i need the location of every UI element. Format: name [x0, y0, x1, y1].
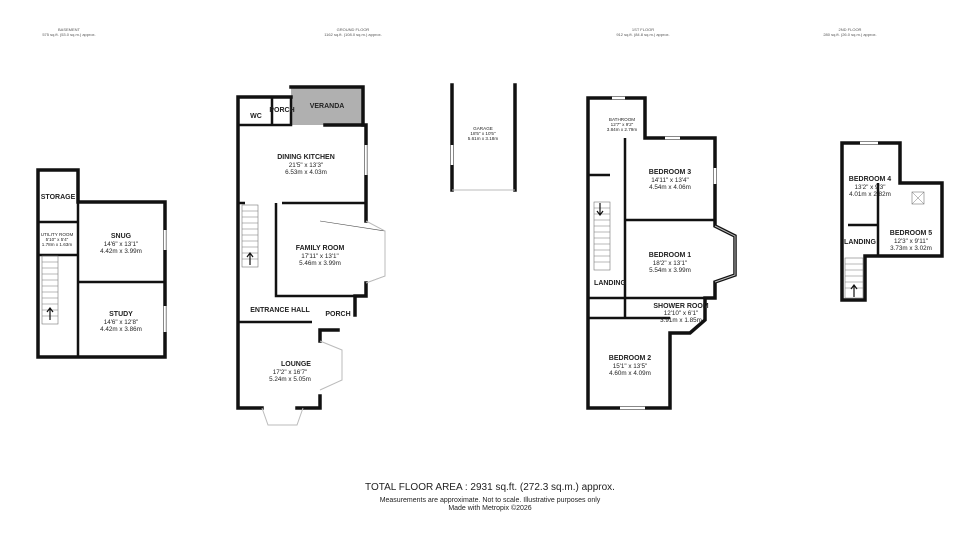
room-label-family-room: FAMILY ROOM [296, 245, 345, 252]
ground-floor-plan: WC PORCH VERANDA DINING KITCHEN 21'5" x … [236, 83, 517, 426]
room-label-lounge: LOUNGE [281, 361, 311, 368]
room-dims-imperial: 13'2" x 9'3" [854, 184, 885, 191]
room-label-garage: GARAGE [473, 126, 493, 131]
skylight-icon [911, 191, 925, 205]
floor-area: 912 sq.ft. (84.8 sq.m.) approx. [616, 32, 669, 37]
room-dims-imperial: 14'6" x 12'8" [104, 319, 139, 326]
room-label-bedroom-3: BEDROOM 3 [649, 169, 692, 176]
floor-title: 1ST FLOOR [632, 27, 654, 32]
room-dims-imperial: 14'6" x 13'1" [104, 241, 139, 248]
floor-title: 2ND FLOOR [839, 27, 862, 32]
room-label-utility: UTILITY ROOM [41, 232, 74, 237]
room-label-landing: LANDING [594, 280, 626, 287]
room-dims-imperial: 17'11" x 13'1" [301, 253, 339, 260]
room-dims-metric: 5.24m x 5.05m [269, 376, 311, 383]
stairs [844, 257, 864, 299]
floor-area: 280 sq.ft. (26.0 sq.m.) approx. [823, 32, 876, 37]
room-dims-metric: 5.54m x 3.99m [649, 267, 691, 274]
room-dims-imperial: 12'7" x 9'2" [611, 122, 634, 127]
room-label-bathroom: BATHROOM [609, 117, 635, 122]
floor-title: GROUND FLOOR [337, 27, 370, 32]
floor-title: BASEMENT [58, 27, 81, 32]
room-label-veranda: VERANDA [310, 103, 345, 110]
second-header: 2ND FLOOR 280 sq.ft. (26.0 sq.m.) approx… [823, 27, 876, 37]
room-label-snug: SNUG [111, 233, 132, 240]
veranda-fill [291, 87, 363, 125]
room-dims-metric: 5.61m x 3.18m [468, 136, 499, 141]
room-dims-imperial: 18'2" x 13'1" [653, 260, 688, 267]
room-dims-metric: 3.91m x 1.85m [660, 317, 702, 324]
room-dims-metric: 3.84m x 2.79m [607, 127, 638, 132]
room-label-dining-kitchen: DINING KITCHEN [277, 154, 335, 161]
floor-area: 575 sq.ft. (53.0 sq.m.) approx. [42, 32, 95, 37]
room-label-bedroom-1: BEDROOM 1 [649, 252, 692, 259]
room-dims-imperial: 12'10" x 6'1" [664, 310, 699, 317]
stairs [593, 201, 611, 271]
basement-plan: STORAGE UTILITY ROOM 5'10" x 5'4" 1.78m … [36, 168, 167, 359]
room-dims-metric: 4.60m x 4.09m [609, 370, 651, 377]
room-dims-metric: 4.01m x 2.82m [849, 191, 891, 198]
total-floor-area: TOTAL FLOOR AREA : 2931 sq.ft. (272.3 sq… [365, 482, 615, 493]
room-label-storage: STORAGE [41, 194, 76, 201]
room-label-landing: LANDING [844, 239, 876, 246]
made-with-credit: Made with Metropix ©2026 [448, 505, 532, 512]
ground-header: GROUND FLOOR 1162 sq.ft. (108.0 sq.m.) a… [324, 27, 382, 37]
room-label-front-porch: PORCH [325, 311, 350, 318]
room-dims-metric: 3.73m x 3.02m [890, 245, 932, 252]
room-dims-metric: 5.46m x 3.99m [299, 260, 341, 267]
first-floor-plan: BATHROOM 12'7" x 9'2" 3.84m x 2.79m BEDR… [586, 96, 737, 410]
room-dims-metric: 4.42m x 3.86m [100, 326, 142, 333]
disclaimer: Measurements are approximate. Not to sca… [379, 497, 601, 504]
first-header: 1ST FLOOR 912 sq.ft. (84.8 sq.m.) approx… [616, 27, 669, 37]
room-dims-imperial: 18'5" x 10'5" [470, 131, 496, 136]
room-label-bedroom-2: BEDROOM 2 [609, 355, 652, 362]
room-dims-imperial: 12'3" x 9'11" [894, 238, 928, 245]
room-label-bedroom-4: BEDROOM 4 [849, 176, 892, 183]
room-dims-imperial: 14'11" x 13'4" [651, 177, 689, 184]
basement-header: BASEMENT 575 sq.ft. (53.0 sq.m.) approx. [42, 27, 95, 37]
room-label-wc: WC [250, 113, 262, 120]
room-label-bedroom-5: BEDROOM 5 [890, 230, 933, 237]
room-dims-imperial: 21'5" x 13'3" [289, 162, 324, 169]
room-dims-metric: 6.53m x 4.03m [285, 169, 327, 176]
floor-area: 1162 sq.ft. (108.0 sq.m.) approx. [324, 32, 382, 37]
room-dims-metric: 4.54m x 4.06m [649, 184, 691, 191]
room-label-shower-room: SHOWER ROOM [653, 303, 708, 310]
second-floor-plan: BEDROOM 4 13'2" x 9'3" 4.01m x 2.82m LAN… [840, 141, 944, 302]
room-dims-metric: 4.42m x 3.99m [100, 248, 142, 255]
room-label-back-porch: PORCH [269, 107, 294, 114]
room-label-study: STUDY [109, 311, 133, 318]
room-dims-imperial: 5'10" x 5'4" [46, 237, 69, 242]
room-dims-metric: 1.78m x 1.63m [42, 242, 73, 247]
room-dims-imperial: 15'1" x 13'5" [613, 363, 648, 370]
room-label-entrance-hall: ENTRANCE HALL [250, 307, 310, 314]
stairs [41, 255, 59, 325]
room-dims-imperial: 17'2" x 16'7" [273, 369, 308, 376]
stairs [241, 204, 259, 268]
